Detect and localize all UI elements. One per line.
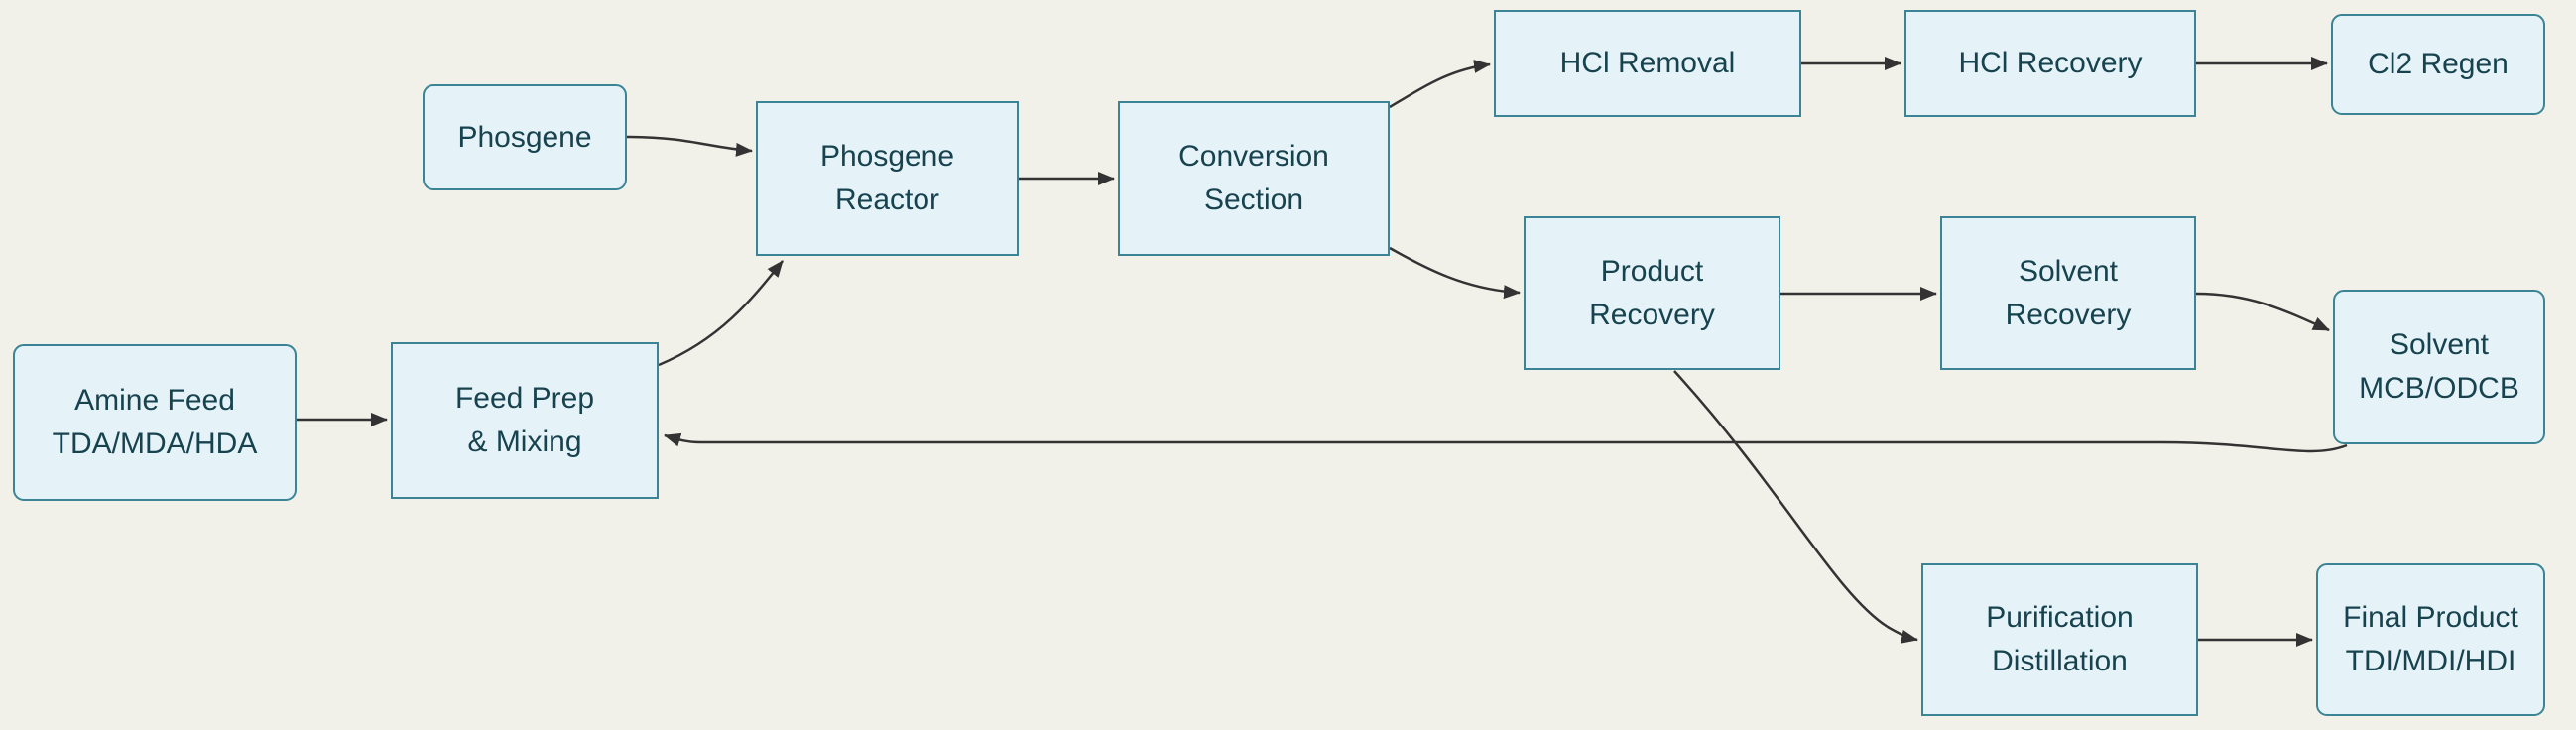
node-product-recovery: Product Recovery xyxy=(1524,216,1780,370)
edge-solvent-mcb-to-feed-prep-recycle xyxy=(664,432,2348,453)
node-conversion-section: Conversion Section xyxy=(1118,101,1390,256)
node-purification-distillation: Purification Distillation xyxy=(1921,563,2198,716)
node-solvent-mcb-odcb: Solvent MCB/ODCB xyxy=(2333,290,2545,444)
node-final-product: Final Product TDI/MDI/HDI xyxy=(2316,563,2545,716)
node-phosgene-reactor: Phosgene Reactor xyxy=(756,101,1019,256)
node-cl2-regen: Cl2 Regen xyxy=(2331,14,2545,115)
edge-phosgene-to-phosgene-reactor xyxy=(626,135,753,157)
node-hcl-recovery: HCl Recovery xyxy=(1904,10,2196,117)
node-phosgene: Phosgene xyxy=(423,84,627,190)
edge-product-recovery-to-purification xyxy=(1673,370,1918,644)
node-feed-prep-mixing: Feed Prep & Mixing xyxy=(391,342,659,499)
node-amine-feed: Amine Feed TDA/MDA/HDA xyxy=(13,344,297,501)
edge-feed-prep-to-phosgene-reactor xyxy=(658,260,784,367)
node-solvent-recovery: Solvent Recovery xyxy=(1940,216,2196,370)
edge-conversion-section-to-product-recovery xyxy=(1389,246,1521,300)
node-hcl-removal: HCl Removal xyxy=(1494,10,1801,117)
edge-conversion-section-to-hcl-removal xyxy=(1389,60,1491,109)
edge-solvent-recovery-to-solvent-mcb xyxy=(2195,292,2330,332)
